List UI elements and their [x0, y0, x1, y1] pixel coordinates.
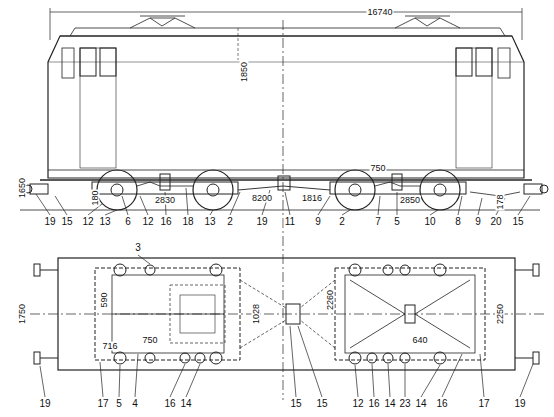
leader-line	[518, 196, 530, 215]
leader-line	[290, 326, 296, 397]
dimension-label: 2830	[154, 196, 176, 205]
leader-line	[40, 366, 45, 397]
leader-line	[355, 365, 358, 397]
leader-line	[520, 364, 533, 397]
leader-line	[372, 364, 374, 397]
callout-number: 18	[181, 217, 194, 227]
callout-number: 19	[38, 399, 51, 409]
callout-number: 14	[383, 399, 396, 409]
dimension-label: 1028	[252, 303, 261, 325]
callout-number: 10	[423, 217, 436, 227]
callout-number: 13	[203, 217, 216, 227]
leader-line	[405, 364, 406, 397]
callout-number: 20	[489, 217, 502, 227]
callout-number: 12	[81, 217, 94, 227]
dimension-label: 590	[100, 291, 109, 308]
leader-line	[105, 210, 117, 215]
dimension-label: 2260	[326, 289, 335, 311]
leader-line	[285, 192, 290, 215]
callout-number: 11	[284, 217, 296, 227]
leader-line	[119, 365, 120, 397]
leader-line	[388, 364, 390, 397]
callout-number: 16	[367, 399, 380, 409]
leader-line	[140, 196, 148, 215]
leader-line	[480, 354, 484, 397]
dimension-label: 2250	[496, 303, 505, 325]
leader-line	[122, 196, 128, 215]
leader-line	[186, 364, 200, 397]
leader-line	[230, 192, 240, 215]
leader-line	[430, 210, 438, 215]
callout-number: 17	[477, 399, 490, 409]
callout-number: 17	[96, 399, 109, 409]
dimension-label: 1816	[301, 194, 323, 203]
leader-line	[378, 196, 380, 215]
callout-number: 3	[134, 243, 142, 253]
callout-number: 12	[141, 217, 154, 227]
dimension-label: 1650	[18, 177, 27, 199]
callout-number: 19	[513, 399, 526, 409]
callout-number: 6	[124, 217, 132, 227]
callout-number: 7	[374, 217, 382, 227]
leader-line	[298, 326, 322, 397]
dimension-label: 640	[411, 336, 428, 345]
leader-line	[458, 196, 462, 215]
callout-number: 9	[474, 217, 482, 227]
callout-number: 12	[351, 399, 364, 409]
dimension-label: 178	[496, 193, 505, 210]
dimension-label: 180	[91, 189, 100, 206]
callout-number: 14	[414, 399, 427, 409]
callout-number: 5	[393, 217, 401, 227]
callout-number: 13	[98, 217, 111, 227]
dimension-label: 1750	[18, 303, 27, 325]
dimension-label: 16740	[366, 8, 393, 17]
leader-line	[36, 194, 50, 215]
leader-line	[478, 198, 482, 215]
leader-line	[138, 255, 150, 264]
leader-line	[421, 365, 440, 397]
callout-number: 2	[226, 217, 234, 227]
callout-number: 19	[43, 217, 56, 227]
leader-line	[55, 196, 67, 215]
callout-number: 19	[255, 217, 268, 227]
dimension-label: 750	[369, 164, 386, 173]
dimension-label: 2850	[399, 196, 421, 205]
callout-number: 16	[435, 399, 448, 409]
callout-number: 16	[159, 217, 172, 227]
dimension-label: 716	[101, 342, 118, 351]
leader-line	[442, 354, 462, 397]
leader-line	[397, 192, 398, 215]
leader-line	[100, 362, 103, 397]
callout-number: 2	[338, 217, 346, 227]
callout-number: 15	[60, 217, 73, 227]
callout-number: 4	[131, 399, 139, 409]
dimension-label: 8200	[251, 194, 273, 203]
leader-line	[210, 210, 213, 215]
dimension-label: 1850	[240, 61, 249, 83]
leader-line	[342, 210, 350, 215]
callout-number: 16	[163, 399, 176, 409]
callout-number: 9	[314, 217, 322, 227]
callout-number: 14	[179, 399, 192, 409]
callout-number: 8	[454, 217, 462, 227]
leader-line	[135, 354, 138, 397]
leader-line	[186, 188, 188, 215]
leader-line	[170, 364, 185, 397]
dimension-label: 750	[141, 336, 158, 345]
callout-number: 15	[511, 217, 524, 227]
callout-number: 15	[315, 399, 328, 409]
callout-number: 15	[289, 399, 302, 409]
callout-number: 5	[115, 399, 123, 409]
callout-number: 23	[398, 399, 411, 409]
